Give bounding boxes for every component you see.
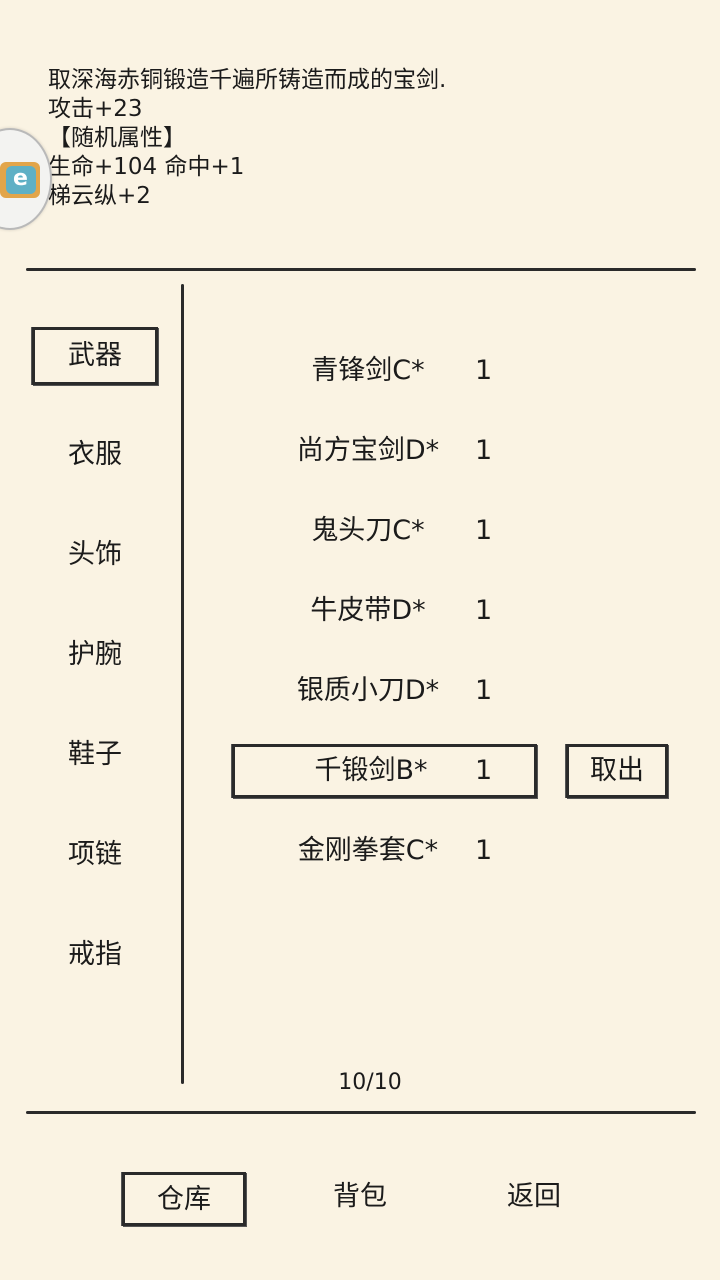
category-divider — [181, 284, 184, 1084]
item-attack: 攻击+23 — [48, 96, 143, 122]
item-row[interactable]: 银质小刀D* 1 — [232, 664, 537, 718]
item-name: 金刚拳套C* — [297, 835, 439, 866]
category-necklace[interactable]: 项链 — [68, 839, 122, 870]
item-row[interactable]: 尚方宝剑D* 1 — [232, 424, 537, 478]
random-attr-header: 【随机属性】 — [48, 125, 186, 151]
category-shoes[interactable]: 鞋子 — [68, 739, 122, 770]
page-indicator: 10/10 — [338, 1070, 402, 1095]
item-count: 1 — [475, 675, 493, 706]
back-button[interactable]: 返回 — [507, 1181, 561, 1212]
category-ring[interactable]: 戒指 — [68, 939, 122, 970]
item-count: 1 — [475, 595, 493, 626]
item-row-selected[interactable]: 千锻剑B* 1 — [232, 744, 537, 798]
category-clothes[interactable]: 衣服 — [68, 439, 122, 470]
app-logo-icon — [0, 162, 40, 198]
item-description: 取深海赤铜锻造千遍所铸造而成的宝剑. — [48, 67, 447, 93]
category-weapon[interactable]: 武器 — [32, 327, 158, 385]
item-row[interactable]: 牛皮带D* 1 — [232, 584, 537, 638]
item-row[interactable]: 青锋剑C* 1 — [232, 344, 537, 398]
item-row[interactable]: 鬼头刀C* 1 — [232, 504, 537, 558]
item-count: 1 — [475, 435, 493, 466]
bottom-divider — [26, 1111, 696, 1114]
backpack-button[interactable]: 背包 — [333, 1181, 387, 1212]
warehouse-button[interactable]: 仓库 — [122, 1172, 246, 1226]
item-row[interactable]: 金刚拳套C* 1 — [232, 824, 537, 878]
item-detail: 取深海赤铜锻造千遍所铸造而成的宝剑. 攻击+23 【随机属性】 生命+104 命… — [48, 66, 446, 211]
item-name: 青锋剑C* — [311, 355, 425, 386]
category-headwear[interactable]: 头饰 — [68, 539, 122, 570]
item-name: 鬼头刀C* — [311, 515, 425, 546]
item-name: 尚方宝剑D* — [296, 435, 440, 466]
item-count: 1 — [475, 515, 493, 546]
item-count: 1 — [475, 835, 493, 866]
item-name: 千锻剑B* — [314, 755, 428, 786]
item-name: 牛皮带D* — [310, 595, 426, 626]
take-out-button[interactable]: 取出 — [566, 744, 668, 798]
item-name: 银质小刀D* — [296, 675, 440, 706]
item-count: 1 — [475, 755, 493, 786]
top-divider — [26, 268, 696, 271]
category-bracer[interactable]: 护腕 — [68, 639, 122, 670]
random-attr-line: 梯云纵+2 — [48, 183, 151, 209]
item-count: 1 — [475, 355, 493, 386]
floating-assistant-button[interactable] — [0, 128, 52, 230]
random-attr-line: 生命+104 命中+1 — [48, 154, 245, 180]
